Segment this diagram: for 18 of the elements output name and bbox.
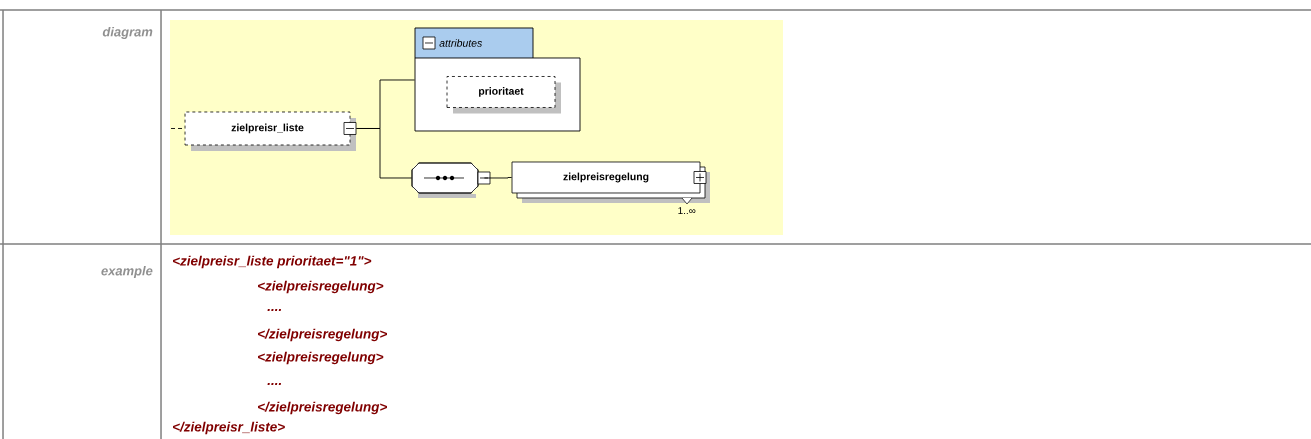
sequence-symbol [411,162,491,198]
element-box: zielpreisr_liste [184,111,357,151]
code-line: <zielpreisregelung> [258,351,384,365]
node-label: attributes [439,39,483,47]
connector-line [355,128,413,179]
cardinality-label: 1..∞ [678,207,696,215]
code-line: <zielpreisr_liste prioritaet="1"> [173,255,372,269]
row-heading: example [101,265,153,279]
code-line: .... [267,309,282,311]
code-line: <zielpreisregelung> [258,280,384,294]
code-line: </zielpreisr_liste> [173,421,285,435]
code-line: </zielpreisregelung> [258,328,387,342]
element-box: zielpreisregelung [511,161,710,205]
row-heading: diagram [102,26,153,40]
connector-line [483,177,513,179]
attribute-box: prioritaet [446,76,561,114]
code-line: </zielpreisregelung> [258,401,387,415]
code-line: .... [267,383,282,385]
